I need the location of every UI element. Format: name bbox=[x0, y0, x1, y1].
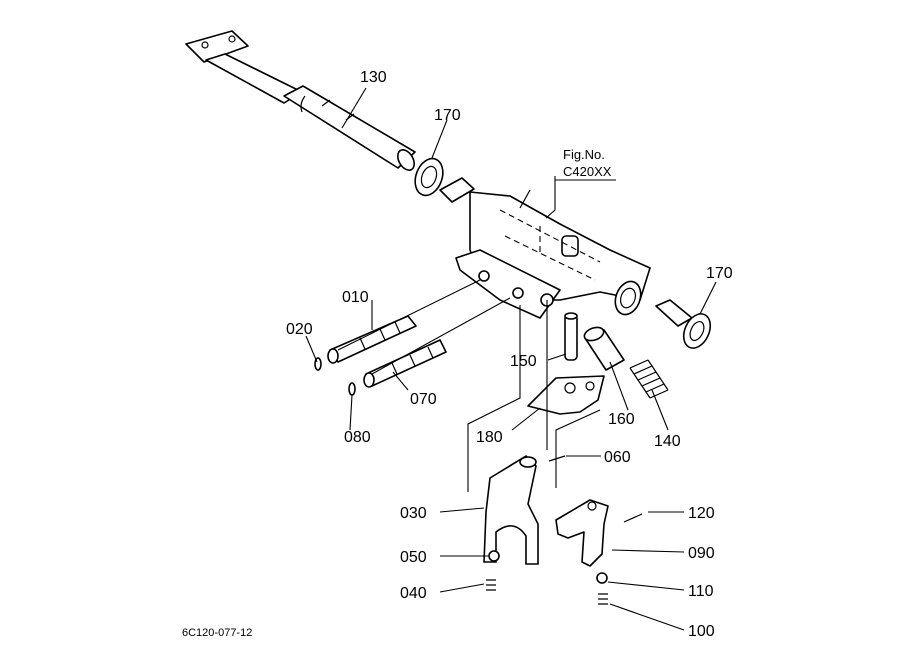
part-170-oil-seal-right bbox=[682, 313, 712, 349]
label-050: 050 bbox=[400, 549, 427, 566]
part-140-spring bbox=[629, 359, 669, 399]
label-160: 160 bbox=[608, 411, 635, 428]
part-050-ball bbox=[488, 550, 500, 562]
part-110-ball bbox=[596, 572, 608, 584]
label-090: 090 bbox=[688, 545, 715, 562]
label-100: 100 bbox=[688, 623, 715, 640]
part-030-shift-fork bbox=[483, 455, 539, 565]
label-170-top: 170 bbox=[434, 107, 461, 124]
part-sleeve-right bbox=[655, 299, 693, 327]
part-060-pin bbox=[548, 455, 566, 462]
leader-lines bbox=[305, 87, 717, 631]
label-150: 150 bbox=[510, 353, 537, 370]
part-080-snap-ring bbox=[348, 382, 356, 396]
assembly-guide-lines bbox=[337, 279, 601, 492]
label-180: 180 bbox=[476, 429, 503, 446]
part-130-shift-rod bbox=[185, 30, 416, 171]
figure-reference: Fig.No. C420XX bbox=[555, 147, 616, 181]
part-160-collar bbox=[583, 326, 625, 371]
part-labels: 130 170 170 010 020 070 080 150 160 140 … bbox=[286, 69, 733, 640]
figure-ref-prefix: Fig.No. bbox=[563, 147, 605, 162]
label-130: 130 bbox=[360, 69, 387, 86]
label-110: 110 bbox=[688, 583, 714, 600]
label-140: 140 bbox=[654, 433, 681, 450]
part-010-shift-rod bbox=[327, 315, 417, 364]
label-060: 060 bbox=[604, 449, 631, 466]
part-case-housing bbox=[439, 177, 651, 319]
label-120: 120 bbox=[688, 505, 715, 522]
label-070: 070 bbox=[410, 391, 437, 408]
part-100-spring bbox=[598, 593, 608, 605]
label-040: 040 bbox=[400, 585, 427, 602]
figure-ref-code: C420XX bbox=[563, 164, 612, 179]
label-030: 030 bbox=[400, 505, 427, 522]
label-170-right: 170 bbox=[706, 265, 733, 282]
part-040-spring bbox=[486, 579, 496, 591]
label-010: 010 bbox=[342, 289, 369, 306]
part-150-pin bbox=[564, 312, 578, 361]
part-120-pin bbox=[623, 513, 643, 523]
part-090-shift-arm bbox=[555, 499, 609, 567]
part-170-oil-seal-top bbox=[414, 157, 444, 197]
drawing-code: 6C120-077-12 bbox=[182, 627, 252, 639]
label-020: 020 bbox=[286, 321, 313, 338]
part-070-shift-rod bbox=[363, 339, 447, 388]
label-080: 080 bbox=[344, 429, 371, 446]
